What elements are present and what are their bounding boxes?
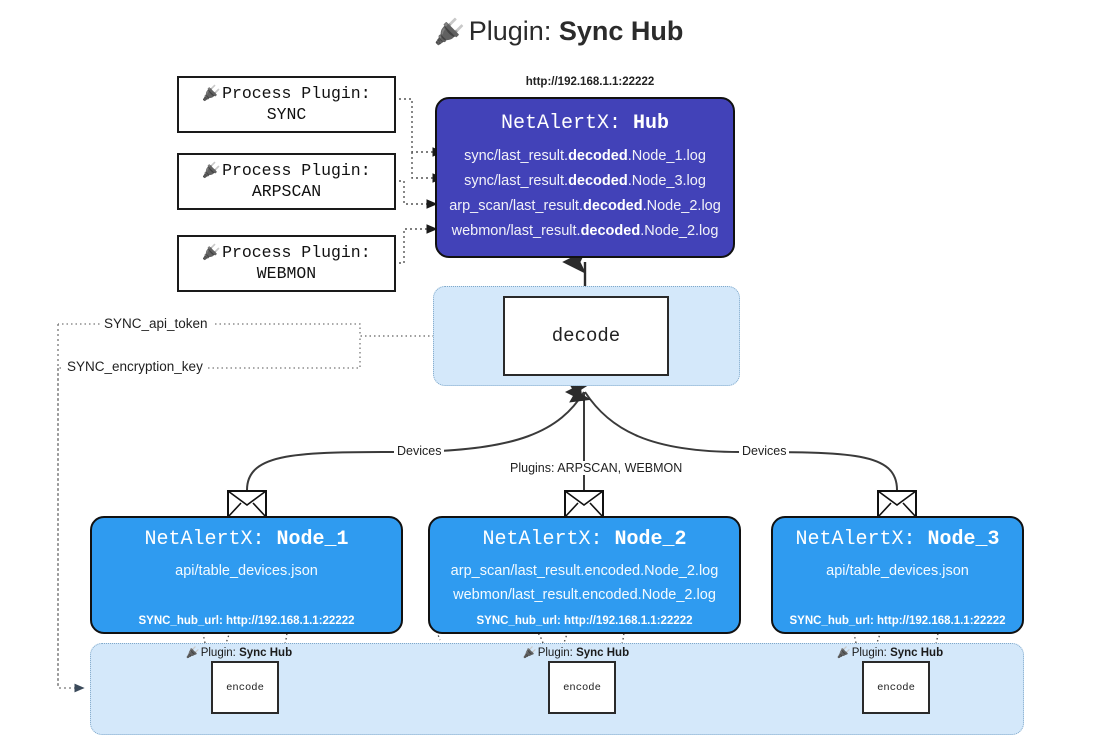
sync-encryption-key-label: SYNC_encryption_key <box>63 359 207 374</box>
process-plugin-arpscan-box[interactable]: 🔌Process Plugin: ARPSCAN <box>177 153 396 210</box>
process-plugin-sync-box[interactable]: 🔌Process Plugin: SYNC <box>177 76 396 133</box>
plug-icon: 🔌 <box>186 647 200 659</box>
envelope-icon <box>227 490 267 518</box>
hub-title: NetAlertX: Hub <box>437 112 733 135</box>
plug-icon: 🔌 <box>202 83 222 102</box>
sync-api-token-label: SYNC_api_token <box>100 316 212 331</box>
hub-title-prefix: NetAlertX: <box>500 112 633 135</box>
process-plugin-arpscan-line1: 🔌Process Plugin: <box>202 160 371 180</box>
node-line: webmon/last_result.encoded.Node_2.log <box>453 587 716 603</box>
plug-icon: 🔌 <box>523 647 537 659</box>
page-title: 🔌Plugin: Sync Hub <box>0 16 1117 47</box>
envelope-icon <box>877 490 917 518</box>
process-plugin-sync-line2: SYNC <box>266 104 307 124</box>
node-1-hub-url: SYNC_hub_url: http://192.168.1.1:22222 <box>138 615 355 627</box>
hub-url-label: http://192.168.1.1:22222 <box>525 76 655 88</box>
process-plugin-webmon-line1: 🔌Process Plugin: <box>202 242 371 262</box>
encode-box-node-1[interactable]: encode <box>211 661 279 714</box>
page-title-name: Sync Hub <box>558 16 684 46</box>
node-2-lines: arp_scan/last_result.encoded.Node_2.log … <box>430 559 739 607</box>
hub-log-row: webmon/last_result.decoded.Node_2.log <box>451 223 719 239</box>
plugin-label-node-2: 🔌Plugin: Sync Hub <box>523 647 630 659</box>
node-line: arp_scan/last_result.encoded.Node_2.log <box>450 563 719 579</box>
node-line: api/table_devices.json <box>175 563 318 579</box>
decode-box[interactable]: decode <box>503 296 669 376</box>
hub-log-row: arp_scan/last_result.decoded.Node_2.log <box>449 198 721 214</box>
hub-title-name: Hub <box>633 112 670 135</box>
hub-log-row: sync/last_result.decoded.Node_3.log <box>464 173 706 189</box>
envelope-icon <box>564 490 604 518</box>
encode-box-node-2[interactable]: encode <box>548 661 616 714</box>
devices-label-left: Devices <box>394 444 445 458</box>
node-2-hub-url: SYNC_hub_url: http://192.168.1.1:22222 <box>476 615 693 627</box>
plug-icon: 🔌 <box>433 18 465 46</box>
plug-icon: 🔌 <box>837 647 851 659</box>
node-line: api/table_devices.json <box>826 563 969 579</box>
plugin-label-node-3: 🔌Plugin: Sync Hub <box>837 647 944 659</box>
hub-log-row: sync/last_result.decoded.Node_1.log <box>464 148 706 164</box>
encode-box-node-3[interactable]: encode <box>862 661 930 714</box>
process-plugin-webmon-line2: WEBMON <box>256 263 317 283</box>
plug-icon: 🔌 <box>202 160 222 179</box>
plug-icon: 🔌 <box>202 242 222 261</box>
plugins-label-center: Plugins: ARPSCAN, WEBMON <box>507 461 686 475</box>
node-3-title: NetAlertX: Node_3 <box>795 528 1000 551</box>
node-1-lines: api/table_devices.json <box>92 559 401 583</box>
devices-label-right: Devices <box>739 444 790 458</box>
process-plugin-webmon-box[interactable]: 🔌Process Plugin: WEBMON <box>177 235 396 292</box>
node-card-node-2[interactable]: NetAlertX: Node_2 arp_scan/last_result.e… <box>428 516 741 634</box>
hub-log-list: sync/last_result.decoded.Node_1.log sync… <box>437 144 733 244</box>
process-plugin-arpscan-line2: ARPSCAN <box>251 181 322 201</box>
plugin-label-node-1: 🔌Plugin: Sync Hub <box>186 647 293 659</box>
process-plugin-sync-line1: 🔌Process Plugin: <box>202 83 371 103</box>
page-title-prefix: Plugin: <box>468 16 559 46</box>
node-3-lines: api/table_devices.json <box>773 559 1022 583</box>
node-2-title: NetAlertX: Node_2 <box>482 528 687 551</box>
node-1-title: NetAlertX: Node_1 <box>144 528 349 551</box>
node-3-hub-url: SYNC_hub_url: http://192.168.1.1:22222 <box>789 615 1006 627</box>
hub-card[interactable]: NetAlertX: Hub sync/last_result.decoded.… <box>435 97 735 258</box>
node-card-node-1[interactable]: NetAlertX: Node_1 api/table_devices.json… <box>90 516 403 634</box>
node-card-node-3[interactable]: NetAlertX: Node_3 api/table_devices.json… <box>771 516 1024 634</box>
